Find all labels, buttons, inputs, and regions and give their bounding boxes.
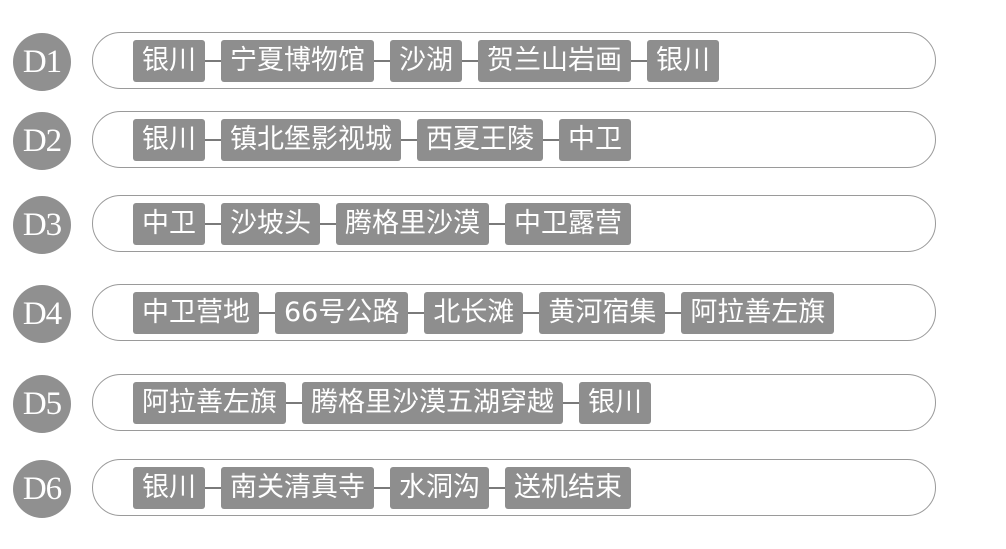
route-connector — [408, 312, 425, 314]
day-badge: D3 — [13, 196, 71, 254]
day-badge: D5 — [13, 375, 71, 433]
route-stop: 北长滩 — [424, 292, 524, 334]
day-badge: D2 — [13, 112, 71, 170]
route-connector — [543, 139, 559, 141]
route-connector — [286, 402, 302, 404]
day-row-3: D3 中卫 沙坡头 腾格里沙漠 中卫露营 — [0, 195, 1006, 255]
route-connector — [374, 487, 390, 489]
route-stop: 水洞沟 — [390, 467, 489, 509]
day-row-1: D1 银川 宁夏博物馆 沙湖 贺兰山岩画 银川 — [0, 32, 1006, 92]
route-stop: 银川 — [133, 40, 205, 82]
route-connector — [320, 223, 336, 225]
day-row-2: D2 银川 镇北堡影视城 西夏王陵 中卫 — [0, 111, 1006, 171]
route-stop: 中卫露营 — [505, 203, 631, 245]
route-connector — [631, 60, 647, 62]
route-stop: 送机结束 — [505, 467, 631, 509]
route-stop: 西夏王陵 — [417, 119, 543, 161]
route-connector — [205, 223, 221, 225]
route-connector — [205, 487, 221, 489]
route-stop: 腾格里沙漠五湖穿越 — [302, 382, 563, 424]
route-connector — [462, 60, 478, 62]
day-row-4: D4 中卫营地 66号公路 北长滩 黄河宿集 阿拉善左旗 — [0, 284, 1006, 344]
route-stop: 银川 — [579, 382, 651, 424]
route-connector — [665, 312, 682, 314]
day-row-5: D5 阿拉善左旗 腾格里沙漠五湖穿越 银川 — [0, 374, 1006, 434]
route-connector — [205, 60, 221, 62]
route-stop: 银川 — [133, 119, 205, 161]
route-stop: 66号公路 — [275, 292, 409, 334]
route-stop: 银川 — [647, 40, 719, 82]
route-stops: 中卫 沙坡头 腾格里沙漠 中卫露营 — [133, 203, 631, 245]
route-connector — [401, 139, 417, 141]
route-stop: 贺兰山岩画 — [478, 40, 631, 82]
route-stop: 阿拉善左旗 — [681, 292, 835, 334]
route-connector — [523, 312, 540, 314]
route-stops: 中卫营地 66号公路 北长滩 黄河宿集 阿拉善左旗 — [133, 292, 835, 334]
day-badge: D1 — [13, 33, 71, 91]
route-stop: 宁夏博物馆 — [221, 40, 374, 82]
route-stops: 阿拉善左旗 腾格里沙漠五湖穿越 银川 — [133, 382, 651, 424]
day-badge: D4 — [13, 285, 71, 343]
route-stops: 银川 南关清真寺 水洞沟 送机结束 — [133, 467, 631, 509]
route-connector — [489, 223, 505, 225]
route-stop: 中卫 — [133, 203, 205, 245]
route-stop: 黄河宿集 — [539, 292, 666, 334]
route-connector — [563, 402, 579, 404]
route-stop: 银川 — [133, 467, 205, 509]
route-connector — [374, 60, 390, 62]
route-stops: 银川 镇北堡影视城 西夏王陵 中卫 — [133, 119, 631, 161]
route-connector — [205, 139, 221, 141]
route-stop: 中卫 — [559, 119, 631, 161]
route-stop: 南关清真寺 — [221, 467, 374, 509]
route-stop: 镇北堡影视城 — [221, 119, 401, 161]
route-stop: 中卫营地 — [133, 292, 259, 334]
route-stop: 阿拉善左旗 — [133, 382, 286, 424]
route-stop: 沙坡头 — [221, 203, 320, 245]
route-connector — [259, 312, 275, 314]
route-stop: 沙湖 — [390, 40, 462, 82]
day-row-6: D6 银川 南关清真寺 水洞沟 送机结束 — [0, 459, 1006, 519]
route-stops: 银川 宁夏博物馆 沙湖 贺兰山岩画 银川 — [133, 40, 719, 82]
route-connector — [489, 487, 505, 489]
day-badge: D6 — [13, 460, 71, 518]
route-stop: 腾格里沙漠 — [336, 203, 489, 245]
